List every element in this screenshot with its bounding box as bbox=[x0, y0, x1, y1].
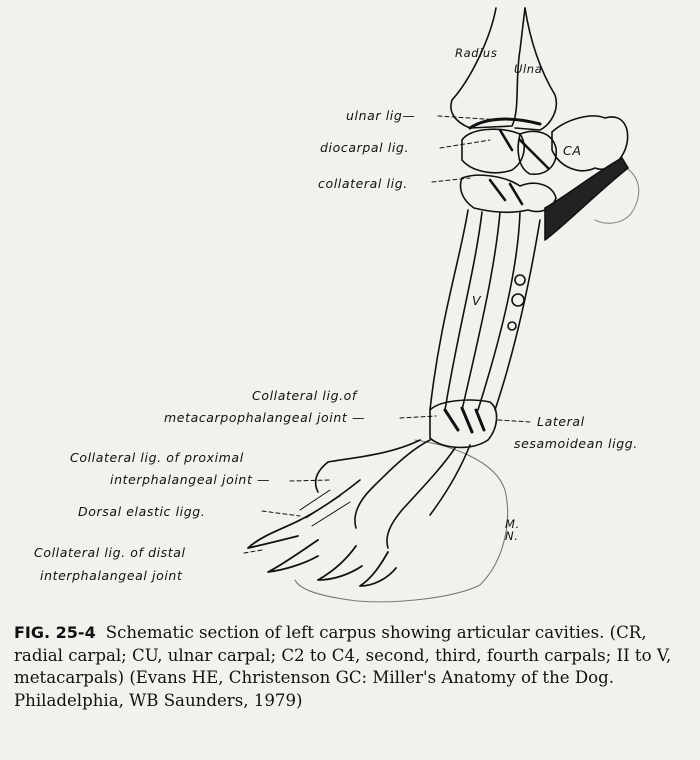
nodule-3 bbox=[514, 274, 526, 286]
label-v: V bbox=[472, 293, 482, 308]
caption-text: Schematic section of left carpus showing… bbox=[14, 623, 672, 710]
label-radius: Radius bbox=[455, 46, 498, 60]
label-diocarpal-lig: diocarpal lig. bbox=[320, 140, 410, 155]
carpal-shading bbox=[488, 128, 550, 206]
middle-phalanges bbox=[299, 461, 403, 549]
label-ca: CA bbox=[563, 143, 582, 158]
anatomy-figure: Radius Ulna ulnar lig— diocarpal lig. co… bbox=[34, 7, 640, 603]
nodule-1 bbox=[511, 293, 525, 307]
paw-pad-outline bbox=[294, 439, 509, 603]
label-collateral-dip-2: interphalangeal joint bbox=[40, 568, 183, 583]
figure-number: FIG. 25-4 bbox=[14, 623, 96, 642]
metacarpal-bones bbox=[429, 209, 541, 411]
carpal-pad-outline bbox=[594, 164, 640, 224]
mcp-joint bbox=[429, 399, 498, 449]
dorsal-elastic-ligaments bbox=[299, 489, 351, 527]
label-ulnar-lig: ulnar lig— bbox=[346, 108, 416, 123]
metacarpal-v-dark bbox=[544, 157, 629, 241]
label-collateral-lig: collateral lig. bbox=[318, 176, 408, 191]
label-collateral-mcp-1: Collateral lig.of bbox=[252, 388, 357, 403]
label-collateral-pip-2: interphalangeal joint — bbox=[110, 472, 271, 487]
proximal-phalanges bbox=[327, 439, 471, 516]
label-collateral-dip-1: Collateral lig. of distal bbox=[34, 545, 186, 560]
label-sesamoidean-ligg: sesamoidean ligg. bbox=[514, 436, 638, 451]
ulna-bone bbox=[514, 7, 558, 131]
label-ulna: Ulna bbox=[514, 62, 543, 76]
mcp-joint-shading bbox=[443, 406, 486, 434]
claws bbox=[247, 519, 397, 587]
label-collateral-mcp-2: metacarpophalangeal joint — bbox=[164, 410, 366, 425]
nodule-2 bbox=[507, 321, 517, 331]
label-lateral: Lateral bbox=[537, 414, 585, 429]
accessory-carpal-bone bbox=[551, 115, 629, 172]
carpus-drawing bbox=[243, 7, 640, 603]
ulnar-carpal-bone bbox=[517, 130, 557, 175]
label-collateral-pip-1: Collateral lig. of proximal bbox=[70, 450, 244, 465]
artist-signature: M. N. bbox=[505, 517, 520, 543]
radius-bone bbox=[450, 7, 526, 129]
label-dorsal-elastic: Dorsal elastic ligg. bbox=[78, 504, 206, 519]
distal-carpal-bones bbox=[459, 174, 557, 213]
leader-lines bbox=[243, 115, 531, 554]
ulnar-ligament bbox=[468, 117, 542, 130]
radial-carpal-bone bbox=[461, 128, 525, 174]
